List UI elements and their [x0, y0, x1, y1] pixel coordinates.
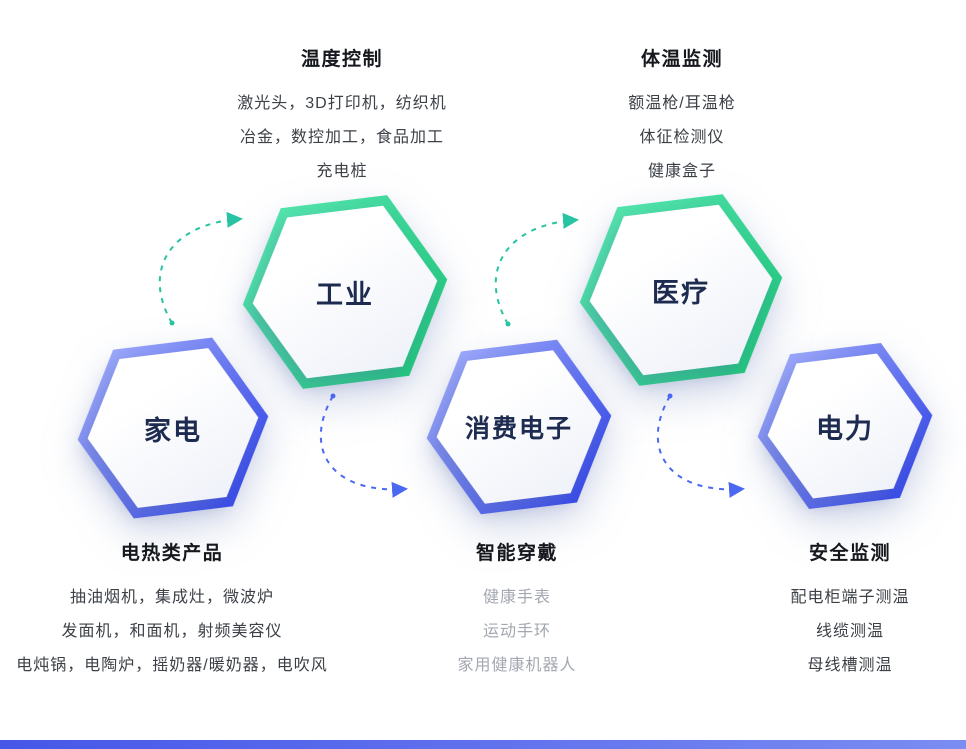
info-item: 健康手表 [482, 589, 551, 606]
info-block-industry: 温度控制 激光头，3D打印机，纺织机 冶金，数控加工，食品加工 充电桩 [177, 44, 507, 189]
info-block-power: 安全监测 配电柜端子测温 线缆测温 母线槽测温 [725, 538, 966, 683]
info-item: 体征检测仪 [639, 129, 725, 146]
hexagon-label-consumer-electronics: 消费电子 [464, 415, 573, 443]
info-item: 额温枪/耳温枪 [628, 95, 736, 112]
hexagon-label-medical: 医疗 [652, 277, 710, 308]
info-item: 冶金，数控加工，食品加工 [239, 129, 444, 146]
info-block-consumer-electronics: 智能穿戴 健康手表 运动手环 家用健康机器人 [377, 538, 657, 683]
arrow-medical-to-power [656, 395, 745, 498]
hexagon-consumer-electronics: 消费电子 [426, 345, 612, 509]
hexagon-label-industry: 工业 [316, 279, 374, 310]
info-item: 配电柜端子测温 [790, 589, 910, 606]
info-block-medical: 体温监测 额温枪/耳温枪 体征检测仪 健康盒子 [532, 44, 832, 189]
info-title-medical: 体温监测 [640, 49, 723, 70]
info-title-consumer-electronics: 智能穿戴 [475, 543, 558, 564]
info-title-home-appliance: 电热类产品 [120, 543, 224, 564]
info-item: 充电桩 [316, 163, 368, 180]
arrow-home-appliance-to-industry [158, 211, 243, 324]
hexagon-medical: 医疗 [579, 200, 783, 380]
info-title-industry: 温度控制 [300, 49, 383, 70]
hexagon-label-power: 电力 [816, 413, 874, 444]
info-item: 线缆测温 [815, 623, 884, 640]
info-lines: 健康手表 运动手环 家用健康机器人 [377, 581, 657, 683]
info-block-home-appliance: 电热类产品 抽油烟机，集成灶，微波炉 发面机，和面机，射频美容仪 电炖锅，电陶炉… [0, 538, 344, 683]
info-title-power: 安全监测 [808, 543, 891, 564]
arrow-start-dot [667, 393, 673, 399]
info-lines: 额温枪/耳温枪 体征检测仪 健康盒子 [532, 87, 832, 189]
arrow-start-dot [505, 321, 511, 327]
info-item: 发面机，和面机，射频美容仪 [61, 623, 283, 640]
hexagon-power: 电力 [757, 348, 933, 504]
info-item: 电炖锅，电陶炉，摇奶器/暖奶器，电吹风 [16, 657, 328, 674]
hexagon-home-appliance: 家电 [77, 343, 269, 513]
info-item: 母线槽测温 [807, 657, 893, 674]
arrow-consumer-electronics-to-medical [494, 212, 579, 325]
info-item: 运动手环 [482, 623, 551, 640]
bottom-accent-bar [0, 740, 966, 749]
info-item: 健康盒子 [647, 163, 716, 180]
info-item: 激光头，3D打印机，纺织机 [237, 95, 447, 112]
info-lines: 抽油烟机，集成灶，微波炉 发面机，和面机，射频美容仪 电炖锅，电陶炉，摇奶器/暖… [0, 581, 344, 683]
info-lines: 激光头，3D打印机，纺织机 冶金，数控加工，食品加工 充电桩 [177, 87, 507, 189]
info-item: 抽油烟机，集成灶，微波炉 [69, 589, 274, 606]
info-item: 家用健康机器人 [457, 657, 577, 674]
arrow-start-dot [330, 393, 336, 399]
info-lines: 配电柜端子测温 线缆测温 母线槽测温 [725, 581, 966, 683]
hexagon-label-home-appliance: 家电 [144, 415, 202, 446]
hexagon-industry: 工业 [242, 201, 448, 383]
arrow-industry-to-consumer-electronics [319, 395, 408, 498]
arrow-start-dot [169, 320, 175, 326]
